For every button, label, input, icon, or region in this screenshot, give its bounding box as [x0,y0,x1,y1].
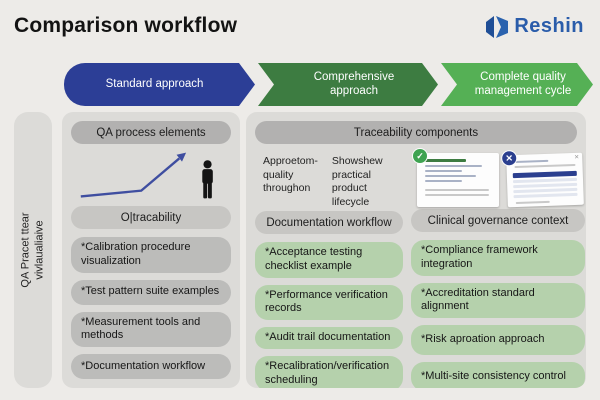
list-item: *Calibration procedure visualization [71,237,231,273]
growth-chart-illustration [73,148,229,204]
list-item: *Multi-site consistency control [411,361,585,388]
list-item: *Audit trail documentation [255,327,403,349]
governance-item-list: *Compliance framework integration *Accre… [411,240,585,388]
reshin-logo-icon [486,15,509,38]
doc-line [425,170,462,172]
qa-process-panel: QA process elements O|tracability *Calib… [62,112,240,388]
doc-line [514,163,576,169]
table-row-bar [513,192,578,199]
brand-logo: Reshin [486,15,584,38]
x-badge-icon: ✕ [500,149,518,167]
doc-line [425,175,476,177]
banner-label: Standard approach [105,77,204,90]
list-item: *Recalibration/verification scheduling [255,355,403,388]
vertical-label-line1: QA Pracet ttear [19,212,32,288]
doc-line [425,159,466,162]
note-quality-throughput: Approetom- quality throughon [263,155,318,195]
documentation-notes: Approetom- quality throughon Showshew pr… [255,151,403,211]
qa-process-item-list: *Calibration procedure visualization *Te… [71,237,231,379]
doc-line [514,159,549,164]
close-icon: ✕ [574,154,580,161]
documentation-caption: Documentation workflow [255,211,403,234]
list-item: *Documentation workflow [71,354,231,379]
list-item: *Measurement tools and methods [71,311,231,347]
doc-line [425,189,489,191]
vertical-category-label: QA Pracet ttear vivlaualiaive [19,115,47,385]
doc-line [425,165,483,167]
documentation-column: Approetom- quality throughon Showshew pr… [255,151,403,388]
traceability-header: Traceability components [255,121,577,144]
list-item: *Acceptance testing checklist example [255,242,403,278]
workflow-banner-row: Standard approach Comprehensive approach… [64,63,593,106]
doc-line [425,194,489,196]
qa-process-header: QA process elements [71,121,231,144]
traceability-panel: Traceability components Approetom- quali… [246,112,586,388]
vertical-label-line2: vivlaualiaive [33,220,45,280]
page-title: Comparison workflow [14,14,238,37]
banner-standard-approach: Standard approach [64,63,255,106]
check-badge-icon: ✓ [412,148,428,164]
banner-comprehensive-approach: Comprehensive approach [258,63,438,106]
person-silhouette [202,160,213,199]
doc-line [425,180,462,182]
banner-complete-quality-cycle: Complete quality management cycle [441,63,593,106]
doc-line [515,200,550,205]
list-item: *Performance verification records [255,284,403,320]
rejected-document-thumbnail: ✕ ✕ [500,149,584,208]
brand-name: Reshin [514,15,584,37]
list-item: *Test pattern suite examples [71,279,231,305]
traceability-columns: Approetom- quality throughon Showshew pr… [255,148,585,388]
banner-label: Comprehensive approach [313,70,395,97]
note-product-lifecycle: Showshew practical product lifecycle [331,155,383,208]
governance-column: ✓ ✕ ✕ [411,148,585,388]
list-item: *Compliance framework integration [411,240,585,276]
document-thumbnails: ✓ ✕ ✕ [411,148,585,209]
list-item: *Risk aproation approach [411,325,585,355]
vertical-category-rail: QA Pracet ttear vivlaualiaive [14,112,52,388]
approved-document-thumbnail: ✓ [412,148,499,207]
list-item: *Accreditation standard alignment [411,282,585,318]
traceability-caption: O|tracability [71,206,231,229]
banner-label: Complete quality management cycle [474,70,572,97]
documentation-item-list: *Acceptance testing checklist example *P… [255,242,403,388]
table-header-bar [512,170,577,179]
governance-caption: Clinical governance context [411,209,585,232]
